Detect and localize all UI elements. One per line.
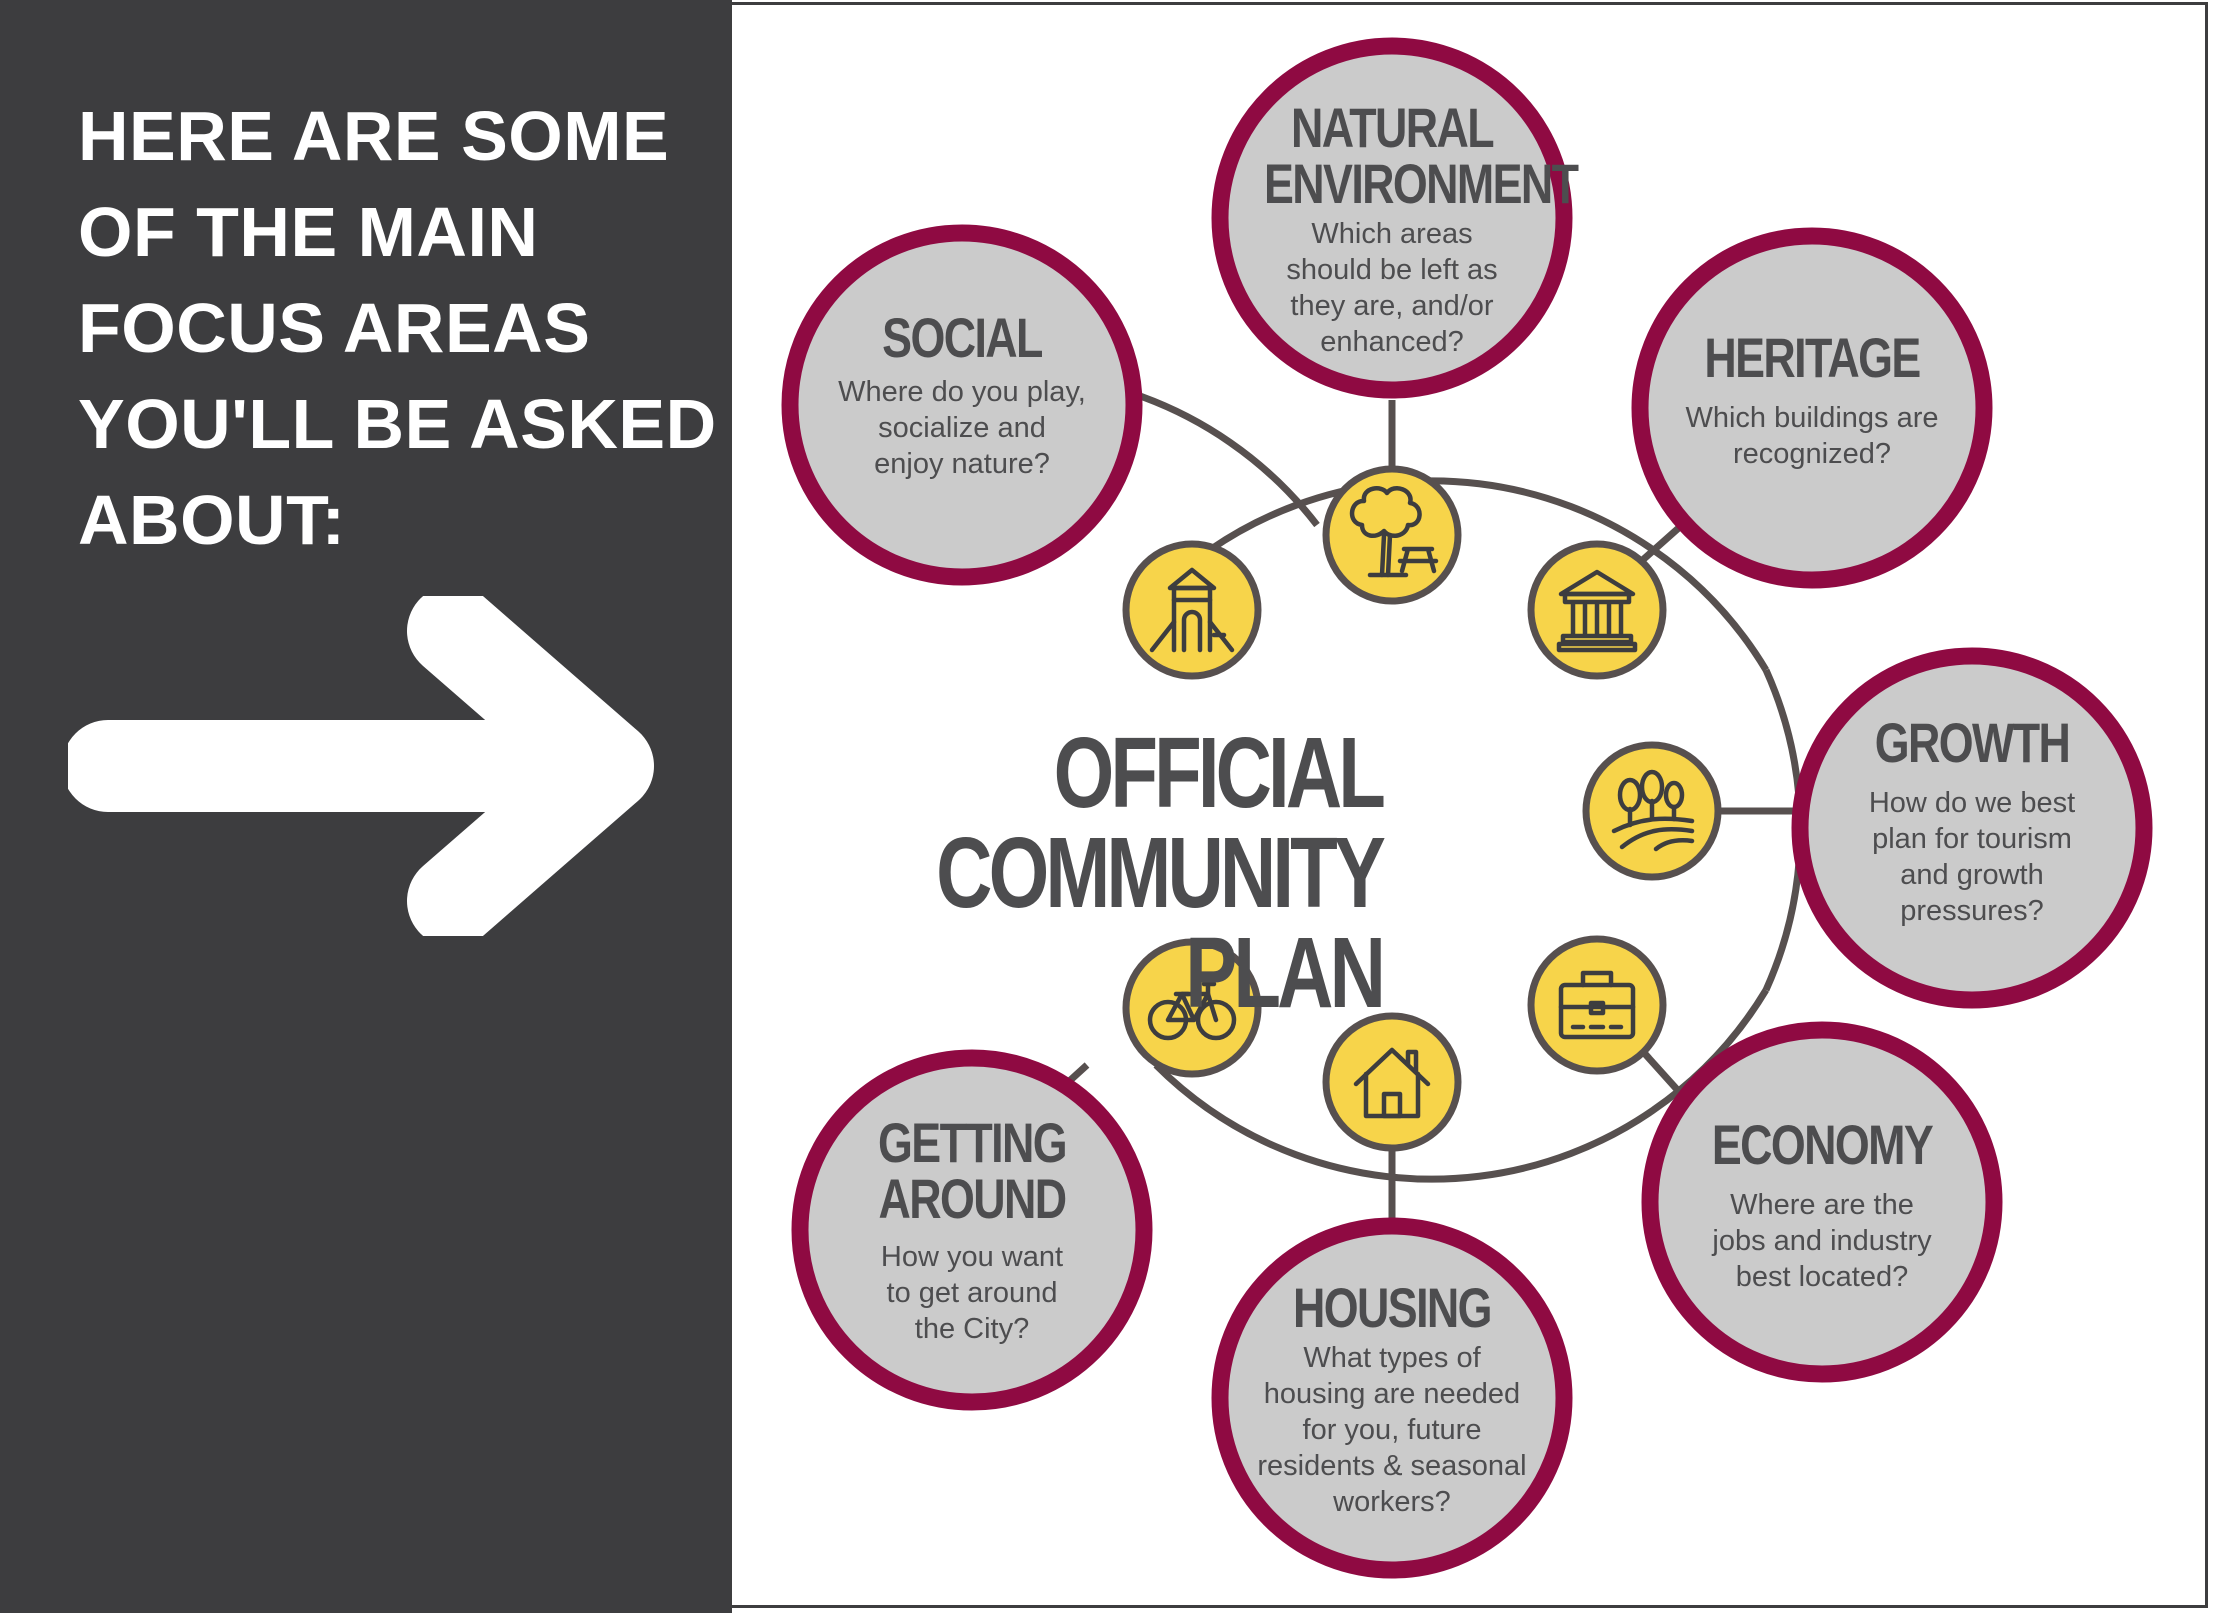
desc-line: socialize and — [878, 412, 1046, 444]
node-desc: How you want to get around the City? — [812, 1239, 1132, 1347]
icon-circle-getting — [1122, 938, 1262, 1078]
ring-arc-top — [1153, 477, 1769, 672]
icon-circle-housing — [1322, 1012, 1462, 1152]
bubble-economy — [1641, 1021, 2003, 1383]
node-desc: What types of housing are needed for you… — [1222, 1340, 1562, 1520]
hub-line2: COMMUNITY PLAN — [936, 817, 1386, 1029]
desc-line: best located? — [1735, 1261, 1909, 1293]
desc-line: recognized? — [1733, 438, 1891, 470]
node-housing: HOUSING What types of housing are needed… — [1222, 1280, 1562, 1520]
desc-line: jobs and industry — [1712, 1225, 1932, 1257]
bicycle-icon — [1147, 981, 1237, 1041]
heritage-building-icon — [1556, 569, 1638, 653]
trees-hills-icon — [1611, 769, 1695, 852]
tree-picnic-icon — [1349, 486, 1439, 578]
node-economy: ECONOMY Where are the jobs and industry … — [1662, 1117, 1982, 1295]
node-title: ECONOMY — [1711, 1113, 1934, 1176]
desc-line: Which areas — [1311, 218, 1473, 250]
focus-area-diagram — [781, 37, 2153, 1579]
desc-line: for you, future — [1302, 1414, 1482, 1446]
spoke-heritage — [1634, 522, 1685, 568]
desc-line: they are, and/or — [1290, 290, 1494, 322]
bubble-getting-around — [791, 1049, 1153, 1411]
desc-line: to get around — [886, 1277, 1058, 1309]
node-heritage: HERITAGE Which buildings are recognized? — [1652, 330, 1972, 472]
node-desc: Where do you play, socialize and enjoy n… — [802, 374, 1122, 482]
node-desc: How do we best plan for tourism and grow… — [1812, 785, 2132, 929]
node-title: GROWTH — [1874, 711, 2071, 774]
node-desc: Which buildings are recognized? — [1652, 400, 1972, 472]
desc-line: Where are the — [1730, 1189, 1914, 1221]
intro-line: ABOUT: — [78, 481, 346, 559]
hub-line1: OFFICIAL — [1053, 717, 1386, 829]
desc-line: Which buildings are — [1685, 402, 1939, 434]
diagram-panel: OFFICIAL COMMUNITY PLAN SOCIAL Where do … — [732, 2, 2208, 1608]
bubbles — [781, 37, 2153, 1579]
hub-title: OFFICIAL COMMUNITY PLAN — [875, 717, 1386, 1029]
bubble-social — [781, 224, 1143, 586]
desc-line: the City? — [914, 1313, 1030, 1345]
briefcase-icon — [1558, 970, 1636, 1040]
node-title: GETTING — [878, 1111, 1068, 1174]
node-desc: Which areas should be left as they are, … — [1232, 216, 1552, 360]
desc-line: Where do you play, — [838, 376, 1086, 408]
node-title: NATURAL — [1291, 96, 1495, 159]
bubble-growth — [1791, 647, 2153, 1009]
desc-line: housing are needed — [1263, 1378, 1521, 1410]
node-growth: GROWTH How do we best plan for tourism a… — [1812, 715, 2132, 929]
right-arrow-icon — [68, 596, 654, 936]
ring-arc-upper — [1120, 386, 1320, 528]
node-title: HERITAGE — [1704, 326, 1921, 389]
node-title: SOCIAL — [882, 306, 1043, 369]
desc-line: workers? — [1333, 1486, 1451, 1518]
playground-icon — [1149, 567, 1235, 653]
desc-line: pressures? — [1900, 895, 2044, 927]
desc-line: should be left as — [1286, 254, 1498, 286]
intro-heading: HERE ARE SOME OF THE MAIN FOCUS AREAS YO… — [78, 88, 718, 568]
desc-line: enhanced? — [1320, 326, 1464, 358]
node-title: AROUND — [878, 1167, 1067, 1230]
node-getting-around: GETTING AROUND How you want to get aroun… — [812, 1115, 1132, 1347]
desc-line: and growth — [1900, 859, 2044, 891]
intro-line: YOU'LL BE ASKED — [78, 385, 717, 463]
intro-line: HERE ARE SOME — [78, 97, 670, 175]
house-icon — [1353, 1047, 1431, 1119]
node-social: SOCIAL Where do you play, socialize and … — [802, 310, 1122, 482]
left-panel: HERE ARE SOME OF THE MAIN FOCUS AREAS YO… — [0, 0, 732, 1613]
node-title: HOUSING — [1293, 1276, 1492, 1339]
desc-line: plan for tourism — [1872, 823, 2072, 855]
desc-line: What types of — [1303, 1342, 1481, 1374]
bubble-natural-environment — [1211, 37, 1573, 399]
intro-line: OF THE MAIN — [78, 193, 539, 271]
node-desc: Where are the jobs and industry best loc… — [1662, 1187, 1982, 1295]
intro-line: FOCUS AREAS — [78, 289, 591, 367]
desc-line: How you want — [880, 1241, 1064, 1273]
node-title: ENVIRONMENT — [1264, 152, 1579, 215]
desc-line: residents & seasonal — [1257, 1450, 1527, 1482]
bubble-housing — [1211, 1217, 1573, 1579]
node-natural-environment: NATURAL ENVIRONMENT Which areas should b… — [1232, 96, 1579, 360]
bubble-heritage — [1631, 227, 1993, 589]
desc-line: enjoy nature? — [874, 448, 1050, 480]
desc-line: How do we best — [1868, 787, 2076, 819]
